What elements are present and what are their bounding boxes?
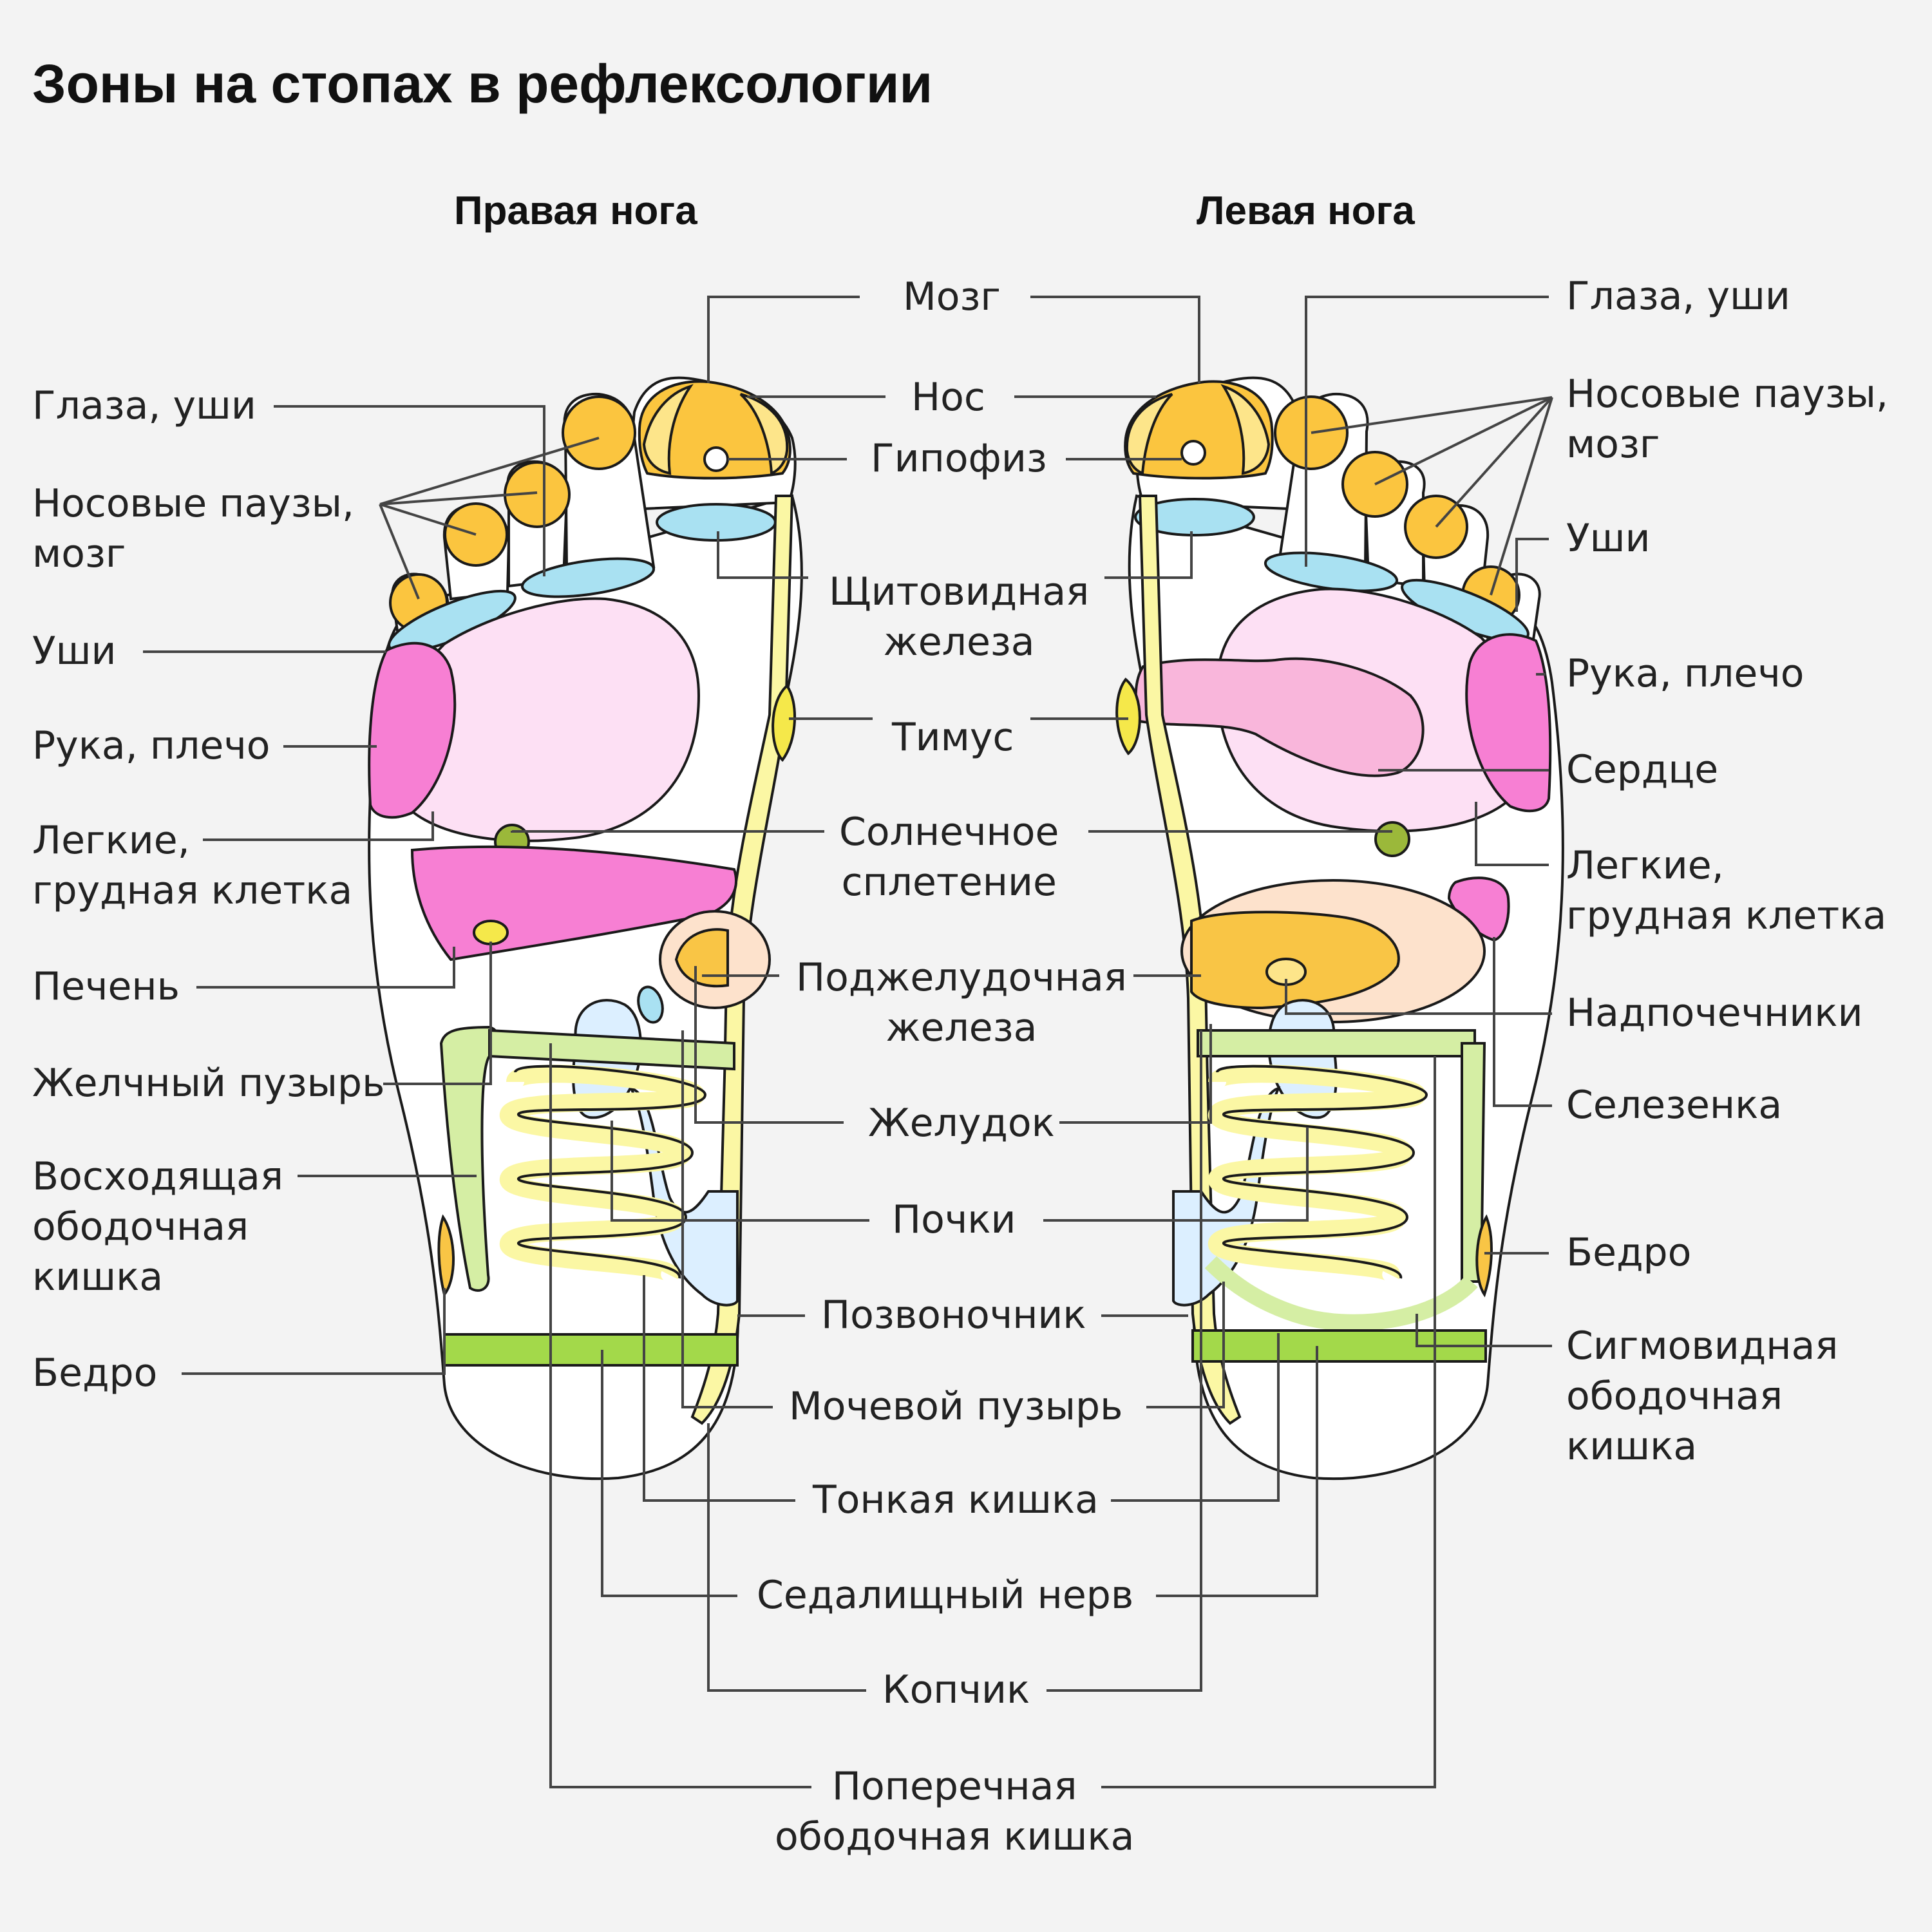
label-left-lungs-chest: Легкие, грудная клетка [1566,843,1887,938]
right-heel-band [443,1333,739,1367]
label-sciatic-nerve: Седалищный нерв [757,1573,1134,1618]
label-right-sinuses-brain: Носовые паузы, мозг [32,481,355,576]
label-coccyx: Копчик [882,1667,1030,1712]
label-pancreas: Поджелудочная железа [796,955,1127,1050]
right-foot-heading: Правая нога [454,189,697,233]
right-foot [368,376,803,1481]
label-left-hip: Бедро [1566,1230,1692,1275]
right-toe2-zone [562,395,636,470]
label-heart: Сердце [1566,747,1719,792]
left-small-intestine-outline [1216,1065,1428,1279]
label-gallbladder: Желчный пузырь [32,1061,385,1106]
right-small-intestine-outline [514,1065,707,1279]
left-solar-plexus-zone [1374,821,1410,857]
label-ascending-colon: Восходящая ободочная кишка [32,1154,284,1300]
label-sigmoid-colon: Сигмовидная ободочная кишка [1566,1323,1839,1469]
label-small-intestine: Тонкая кишка [813,1477,1099,1522]
label-liver: Печень [32,964,180,1009]
label-nose: Нос [911,375,985,420]
left-foot-heading: Левая нога [1197,189,1415,233]
label-left-eyes-ears: Глаза, уши [1566,274,1790,319]
page-title: Зоны на стопах в рефлексологии [32,53,933,114]
right-eyes-ears-band-1 [520,557,656,598]
right-thyroid-zone [656,503,777,542]
label-adrenals: Надпочечники [1566,990,1863,1036]
label-pituitary: Гипофиз [871,436,1047,481]
label-right-hip: Бедро [32,1350,158,1396]
label-spleen: Селезенка [1566,1083,1783,1128]
label-left-sinuses-brain: Носовые паузы, мозг [1566,372,1889,467]
label-bladder: Мочевой пузырь [789,1384,1123,1429]
label-solar-plexus: Солнечное сплетение [839,810,1059,905]
left-brain-ring-right [1220,384,1271,475]
right-brain-ring-right [739,393,789,475]
right-pituitary-zone [703,446,729,472]
label-right-arm-shoulder: Рука, плечо [32,723,270,768]
label-thyroid: Щитовидная железа [829,569,1090,665]
label-stomach: Желудок [868,1101,1055,1146]
label-right-ears: Уши [32,629,117,674]
left-hip-zone [1475,1214,1493,1298]
left-thyroid-zone [1134,498,1255,536]
label-kidneys: Почки [892,1197,1016,1242]
label-brain: Мозг [903,274,1001,319]
left-thymus-zone [1115,677,1141,755]
right-thymus-zone [772,684,797,762]
label-right-eyes-ears: Глаза, уши [32,383,256,428]
label-transverse-colon: Поперечная ободочная кишка [775,1764,1135,1859]
right-pancreas-zone [674,928,729,988]
leader-lines [143,296,1553,1788]
left-small-intestine-zone [1208,1065,1426,1284]
right-adrenal-zone [637,985,664,1024]
label-spine: Позвоночник [821,1293,1086,1338]
label-thymus: Тимус [892,715,1014,760]
right-brain-ring-left [642,384,694,475]
left-foot [1115,376,1564,1481]
left-arm-shoulder-zone [1465,633,1552,813]
label-left-ears: Уши [1566,516,1651,561]
right-arm-shoulder-zone [368,641,457,819]
left-transverse-colon-zone [1197,1029,1476,1057]
right-gallbladder-zone [473,920,509,945]
label-left-arm-shoulder: Рука, плечо [1566,651,1804,696]
left-brain-ring-left [1125,393,1173,475]
label-right-lungs-chest: Легкие, грудная клетка [32,818,353,913]
left-pituitary-zone [1180,440,1206,466]
